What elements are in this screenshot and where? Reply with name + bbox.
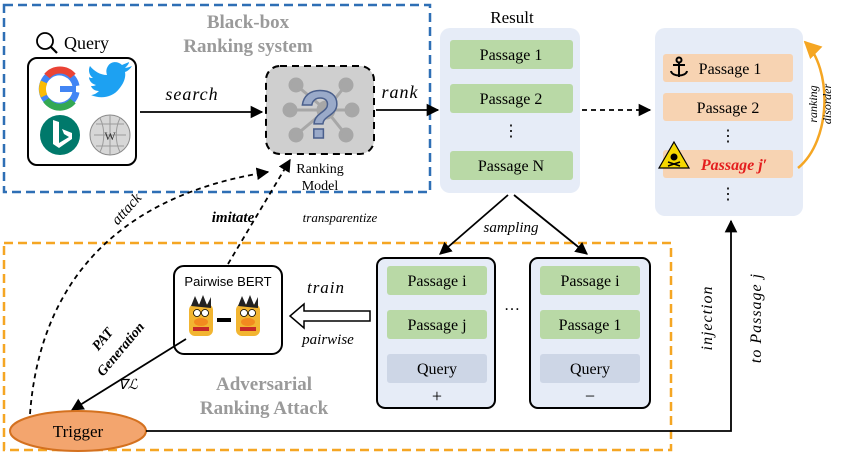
sampling-arrow-left bbox=[439, 194, 509, 255]
neg-passage-i: Passage i bbox=[560, 273, 620, 290]
train-hollow-arrow bbox=[288, 302, 371, 330]
ranked-passage-j: Passage j′ bbox=[700, 157, 767, 174]
ranking-model-label-line2: Model bbox=[302, 179, 339, 194]
attack-label: attack bbox=[109, 190, 146, 228]
ranking-disorder-arrow bbox=[797, 40, 826, 169]
pairwise-bert-label: Pairwise BERT bbox=[184, 274, 271, 289]
bert-character-icon-left bbox=[189, 295, 213, 336]
injection-arrow bbox=[146, 219, 738, 432]
result-passage-n: Passage N bbox=[478, 158, 545, 175]
to-passage-label: to Passage j bbox=[748, 273, 765, 363]
ranked-passage-1: Passage 1 bbox=[699, 61, 762, 78]
twitter-icon bbox=[89, 62, 132, 98]
ranked-passage-1-box bbox=[663, 54, 793, 82]
ranked-passage-j-box bbox=[663, 150, 793, 178]
rank-label: rank bbox=[382, 82, 419, 102]
ranked-passage-2-box bbox=[663, 93, 793, 121]
poison-warning-icon bbox=[657, 140, 691, 169]
pairwise-label: pairwise bbox=[301, 332, 354, 348]
google-icon bbox=[38, 66, 80, 111]
question-mark-icon: ? bbox=[299, 77, 341, 153]
pat-generation-arrow bbox=[70, 338, 187, 411]
transparentize-label: transparentize bbox=[303, 210, 378, 225]
imitate-label: imitate bbox=[212, 210, 255, 226]
adversarial-title-line2: Ranking Attack bbox=[200, 398, 329, 419]
pos-query-box bbox=[387, 354, 487, 383]
trigger-label: Trigger bbox=[53, 422, 104, 441]
search-label: search bbox=[165, 84, 218, 104]
neg-passage-1-box bbox=[540, 310, 640, 339]
blackbox-frame bbox=[2, 3, 432, 194]
pos-passage-j-box bbox=[387, 310, 487, 339]
gradient-label: ∇ℒ bbox=[118, 378, 138, 393]
pair-ellipsis: … bbox=[504, 297, 520, 314]
blackbox-title-line2: Ranking system bbox=[183, 36, 312, 57]
neg-query-box bbox=[540, 354, 640, 383]
pos-passage-i-box bbox=[387, 266, 487, 295]
pos-passage-j: Passage j bbox=[407, 317, 466, 334]
query-label: Query bbox=[64, 33, 109, 53]
pos-passage-i: Passage i bbox=[407, 273, 467, 290]
neg-sign: − bbox=[585, 386, 595, 406]
result-passage-n-box bbox=[450, 151, 573, 180]
search-icon bbox=[36, 32, 58, 54]
pos-sign: + bbox=[432, 386, 442, 406]
svg-text:W: W bbox=[104, 129, 116, 143]
result-ellipsis: ⋮ bbox=[503, 123, 519, 140]
sampling-label: sampling bbox=[483, 220, 539, 236]
blackbox-title-line1: Black-box bbox=[207, 12, 290, 33]
bert-character-icon-right bbox=[236, 295, 260, 336]
injection-label: injection bbox=[699, 286, 716, 351]
result-passage-1: Passage 1 bbox=[480, 47, 543, 64]
network-icon bbox=[282, 77, 360, 143]
sampling-arrow-right bbox=[513, 194, 588, 255]
ranked-passage-2: Passage 2 bbox=[697, 100, 760, 117]
bing-icon bbox=[40, 115, 80, 155]
anchor-icon bbox=[670, 56, 688, 77]
neg-passage-1: Passage 1 bbox=[559, 317, 622, 334]
adversarial-frame bbox=[2, 241, 673, 452]
minus-sign bbox=[217, 318, 231, 322]
result-title: Result bbox=[490, 8, 534, 27]
pos-query: Query bbox=[417, 361, 457, 378]
imitate-arrow bbox=[227, 158, 291, 265]
adversarial-title-line1: Adversarial bbox=[216, 374, 312, 395]
ranking-disorder-line2: disorder bbox=[820, 84, 834, 125]
ranking-model-label-line1: Ranking bbox=[296, 162, 343, 177]
result-passage-2-box bbox=[450, 84, 573, 113]
result-passage-2: Passage 2 bbox=[480, 91, 543, 108]
ranked-ellipsis-2: ⋮ bbox=[720, 186, 736, 203]
ranked-ellipsis-1: ⋮ bbox=[720, 128, 736, 145]
ranking-disorder-line1: ranking bbox=[806, 85, 820, 122]
wikipedia-icon: W bbox=[89, 114, 131, 156]
result-passage-1-box bbox=[450, 40, 573, 69]
neg-query: Query bbox=[570, 361, 610, 378]
neg-passage-i-box bbox=[540, 266, 640, 295]
train-label: train bbox=[307, 278, 345, 297]
